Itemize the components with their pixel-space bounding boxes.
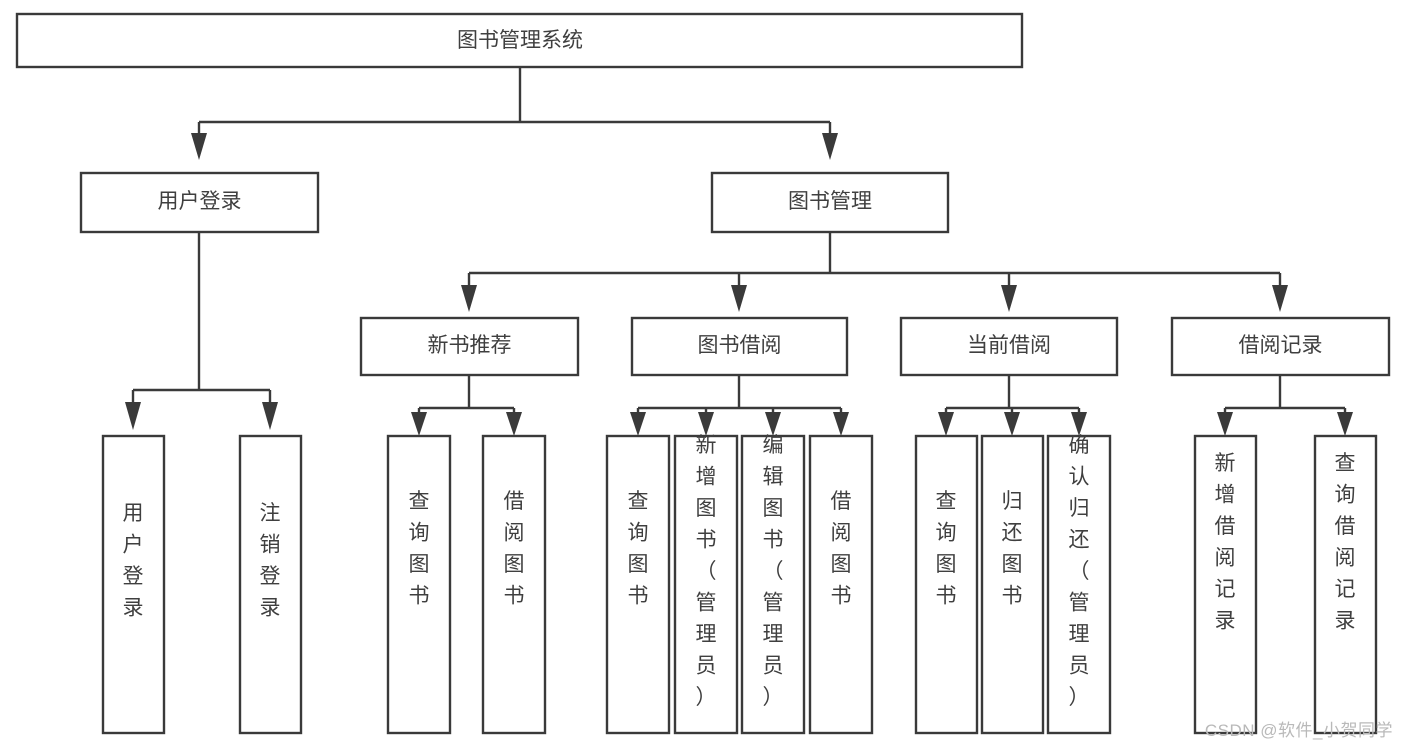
leaf-node-borrow-record-query[interactable]: 查询借阅记录 (1313, 434, 1378, 735)
leaf-label-bb-0: 查询图书 (628, 490, 649, 608)
leaf-node-current-borrow-query[interactable]: 查询图书 (914, 434, 979, 735)
arrow-head-bb-leaf-2 (765, 412, 781, 436)
leaf-box-bb-1 (673, 434, 739, 735)
leaf-label-nb-1: 借阅图书 (504, 490, 525, 608)
node-root-label: 图书管理系统 (457, 29, 583, 52)
leaf-box-nb-1 (481, 434, 547, 735)
leaf-box-cb-2 (1046, 434, 1112, 735)
arrow-head-cb-leaf-1 (1004, 412, 1020, 436)
leaf-box-bb-3 (808, 434, 874, 735)
leaf-node-user-login-login[interactable]: 用户登录 (101, 434, 166, 735)
node-root-box (15, 12, 1024, 69)
leaf-node-new-book-query[interactable]: 查询图书 (386, 434, 452, 735)
node-new-book-recommend[interactable]: 新书推荐 (359, 316, 580, 377)
leaf-label-bb-1: 新增图书（管理员） (696, 434, 717, 709)
leaf-node-borrow-record-add[interactable]: 新增借阅记录 (1193, 434, 1258, 735)
node-book-management-box (710, 171, 950, 234)
leaf-box-br-0 (1193, 434, 1258, 735)
leaf-label-ul-0: 用户登录 (123, 502, 144, 620)
arrow-head-bb-leaf-0 (630, 412, 646, 436)
leaf-label-bb-2: 编辑图书（管理员） (763, 434, 784, 709)
arrow-head-br-leaf-0 (1217, 412, 1233, 436)
arrow-head-ul-leaf-1 (262, 402, 278, 430)
connector-group-user-login (125, 232, 278, 430)
leaf-box-ul-1 (238, 434, 303, 735)
arrow-head-ul-leaf-0 (125, 402, 141, 430)
node-book-management[interactable]: 图书管理 (710, 171, 950, 234)
leaf-node-book-borrow-query[interactable]: 查询图书 (605, 434, 671, 735)
node-user-login[interactable]: 用户登录 (79, 171, 320, 234)
node-user-login-box (79, 171, 320, 234)
leaf-label-cb-1: 归还图书 (1002, 490, 1023, 608)
arrow-head-bm-child-1 (731, 285, 747, 312)
leaf-label-br-1: 查询借阅记录 (1335, 452, 1356, 633)
arrow-head-nb-leaf-0 (411, 412, 427, 436)
connector-group-book-manage (461, 232, 1288, 312)
leaf-label-nb-0: 查询图书 (409, 490, 430, 608)
connector-group-borrow-record (1217, 375, 1353, 436)
leaf-box-cb-0 (914, 434, 979, 735)
leaf-node-current-borrow-confirm[interactable]: 确认归还（管理员） (1046, 434, 1112, 735)
connector-group-current-borrow (938, 375, 1087, 436)
node-book-borrow-box (630, 316, 849, 377)
leaf-node-current-borrow-return[interactable]: 归还图书 (980, 434, 1045, 735)
node-user-login-label: 用户登录 (158, 190, 242, 213)
leaf-label-bb-3: 借阅图书 (831, 490, 852, 608)
node-book-management-label: 图书管理 (788, 190, 872, 213)
leaf-box-nb-0 (386, 434, 452, 735)
node-current-borrow[interactable]: 当前借阅 (899, 316, 1119, 377)
leaf-label-ul-1: 注销登录 (260, 502, 281, 620)
leaf-box-bb-2 (740, 434, 806, 735)
arrow-head-bm-child-0 (461, 285, 477, 312)
leaf-label-br-0: 新增借阅记录 (1215, 452, 1236, 633)
node-borrow-record-box (1170, 316, 1391, 377)
leaf-label-cb-2: 确认归还（管理员） (1069, 434, 1090, 709)
leaf-box-ul-0 (101, 434, 166, 735)
arrow-head-user-login (191, 133, 207, 160)
arrow-head-book-manage (822, 133, 838, 160)
leaf-box-br-1 (1313, 434, 1378, 735)
arrow-head-bb-leaf-3 (833, 412, 849, 436)
node-borrow-record[interactable]: 借阅记录 (1170, 316, 1391, 377)
leaf-node-book-borrow-add[interactable]: 新增图书（管理员） (673, 434, 739, 735)
node-current-borrow-label: 当前借阅 (967, 334, 1051, 357)
arrow-head-cb-leaf-2 (1071, 412, 1087, 436)
leaf-node-book-borrow-lend[interactable]: 借阅图书 (808, 434, 874, 735)
leaf-label-cb-0: 查询图书 (936, 490, 957, 608)
leaf-node-new-book-borrow[interactable]: 借阅图书 (481, 434, 547, 735)
node-root-book-management-system[interactable]: 图书管理系统 (15, 12, 1024, 69)
leaf-box-cb-1 (980, 434, 1045, 735)
node-book-borrow-label: 图书借阅 (698, 334, 782, 357)
node-new-book-recommend-box (359, 316, 580, 377)
connector-group-book-borrow (630, 375, 849, 436)
node-new-book-recommend-label: 新书推荐 (428, 334, 512, 357)
leaf-node-user-login-logout[interactable]: 注销登录 (238, 434, 303, 735)
arrow-head-bm-child-2 (1001, 285, 1017, 312)
leaf-box-bb-0 (605, 434, 671, 735)
leaf-node-book-borrow-edit[interactable]: 编辑图书（管理员） (740, 434, 806, 735)
connector-group-root (191, 67, 838, 160)
arrow-head-br-leaf-1 (1337, 412, 1353, 436)
arrow-head-bm-child-3 (1272, 285, 1288, 312)
node-book-borrow[interactable]: 图书借阅 (630, 316, 849, 377)
node-borrow-record-label: 借阅记录 (1239, 334, 1323, 357)
arrow-head-cb-leaf-0 (938, 412, 954, 436)
arrow-head-bb-leaf-1 (698, 412, 714, 436)
connector-group-new-book (411, 375, 522, 436)
node-current-borrow-box (899, 316, 1119, 377)
arrow-head-nb-leaf-1 (506, 412, 522, 436)
